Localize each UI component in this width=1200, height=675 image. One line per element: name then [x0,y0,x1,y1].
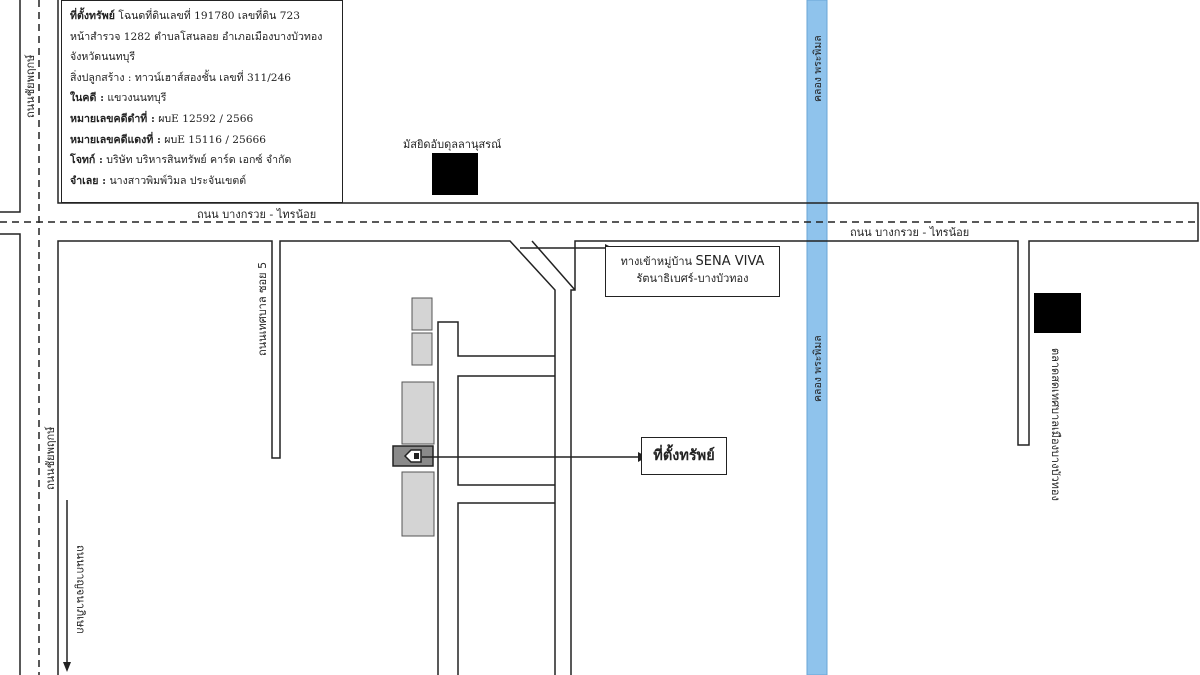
info-line-label: หมายเลขคดีแดงที่ : [70,133,161,146]
info-line-value: หน้าสำรวจ 1282 ตำบลโสนลอย อำเภอเมืองบางบ… [70,30,323,43]
label-road-left-bottom: ถนนชัยพฤกษ์ [44,426,57,490]
sena-viva-callout: ทางเข้าหมู่บ้าน SENA VIVA รัตนาธิเบศร์-บ… [605,246,780,297]
label-market: ตลาดสดเทศบาลเมืองบางบัวทอง [1049,348,1062,501]
road-bangkruai-sainoi-entrance [531,240,576,291]
building [401,471,435,537]
info-line-value: สิ่งปลูกสร้าง : ทาวน์เฮาส์สองชั้น เลขที่… [70,71,291,84]
property-location-label: ที่ตั้งทรัพย์ [641,437,727,475]
info-line: ในคดี : แขวงนนทบุรี [70,88,334,109]
mosque-marker [432,153,478,195]
village-road [437,321,555,675]
info-line-label: โจทก์ : [70,154,103,167]
market-marker [1034,293,1081,333]
label-direction: ถนนกาญจนาภิเษก [74,545,87,634]
sena-viva-line1: ทางเข้าหมู่บ้าน SENA VIVA [620,254,765,269]
info-line: จังหวัดนนทบุรี [70,47,334,68]
label-road-main-left: ถนน บางกรวย - ไทรน้อย [197,208,316,221]
info-line-value: ผบE 12592 / 2566 [154,112,254,125]
label-mosque: มัสยิดอับดุลลานุสรณ์ [403,138,501,151]
label-road-soi5: ถนนเทศบาล ซอย 5 [256,262,269,356]
info-line-label: หมายเลขคดีดำที่ : [70,112,155,125]
sena-viva-line2: รัตนาธิเบศร์-บางบัวทอง [636,272,749,285]
direction-arrowhead [63,662,71,672]
info-line: หมายเลขคดีแดงที่ : ผบE 15116 / 25666 [70,130,334,151]
label-road-left-top: ถนนชัยพฤกษ์ [24,54,37,118]
info-line-value: แขวงนนทบุรี [103,92,167,105]
building [411,297,433,331]
info-line: ที่ตั้งทรัพย์ โฉนดที่ดินเลขที่ 191780 เล… [70,6,334,27]
info-line-value: บริษัท บริหารสินทรัพย์ คาร์ด เอกซ์ จำกัด [102,154,292,167]
building [411,332,433,366]
info-line: สิ่งปลูกสร้าง : ทาวน์เฮาส์สองชั้น เลขที่… [70,68,334,89]
info-line: หน้าสำรวจ 1282 ตำบลโสนลอย อำเภอเมืองบางบ… [70,27,334,48]
info-line: หมายเลขคดีดำที่ : ผบE 12592 / 2566 [70,109,334,130]
info-line-value: ผบE 15116 / 25666 [160,133,267,146]
info-line-value: นางสาวพิมพ์วิมล ประจันเขตต์ [106,174,247,187]
building [401,381,435,445]
info-line: จำเลย : นางสาวพิมพ์วิมล ประจันเขตต์ [70,171,334,192]
info-line-value: โฉนดที่ดินเลขที่ 191780 เลขที่ดิน 723 [114,10,300,22]
info-line-label: ในคดี : [70,92,104,105]
label-canal-mid: คลอง พระพิมล [812,335,824,402]
canal-khlong-phraphimon [806,0,828,675]
property-info-box: ที่ตั้งทรัพย์ โฉนดที่ดินเลขที่ 191780 เล… [61,0,343,203]
house-icon [403,449,422,463]
label-canal-top: คลอง พระพิมล [812,35,824,102]
label-road-main-right: ถนน บางกรวย - ไทรน้อย [850,226,969,239]
info-line-label: จำเลย : [70,174,107,187]
info-line-label: ที่ตั้งทรัพย์ [70,10,115,22]
info-line: โจทก์ : บริษัท บริหารสินทรัพย์ คาร์ด เอก… [70,150,334,171]
info-line-value: จังหวัดนนทบุรี [70,51,136,64]
